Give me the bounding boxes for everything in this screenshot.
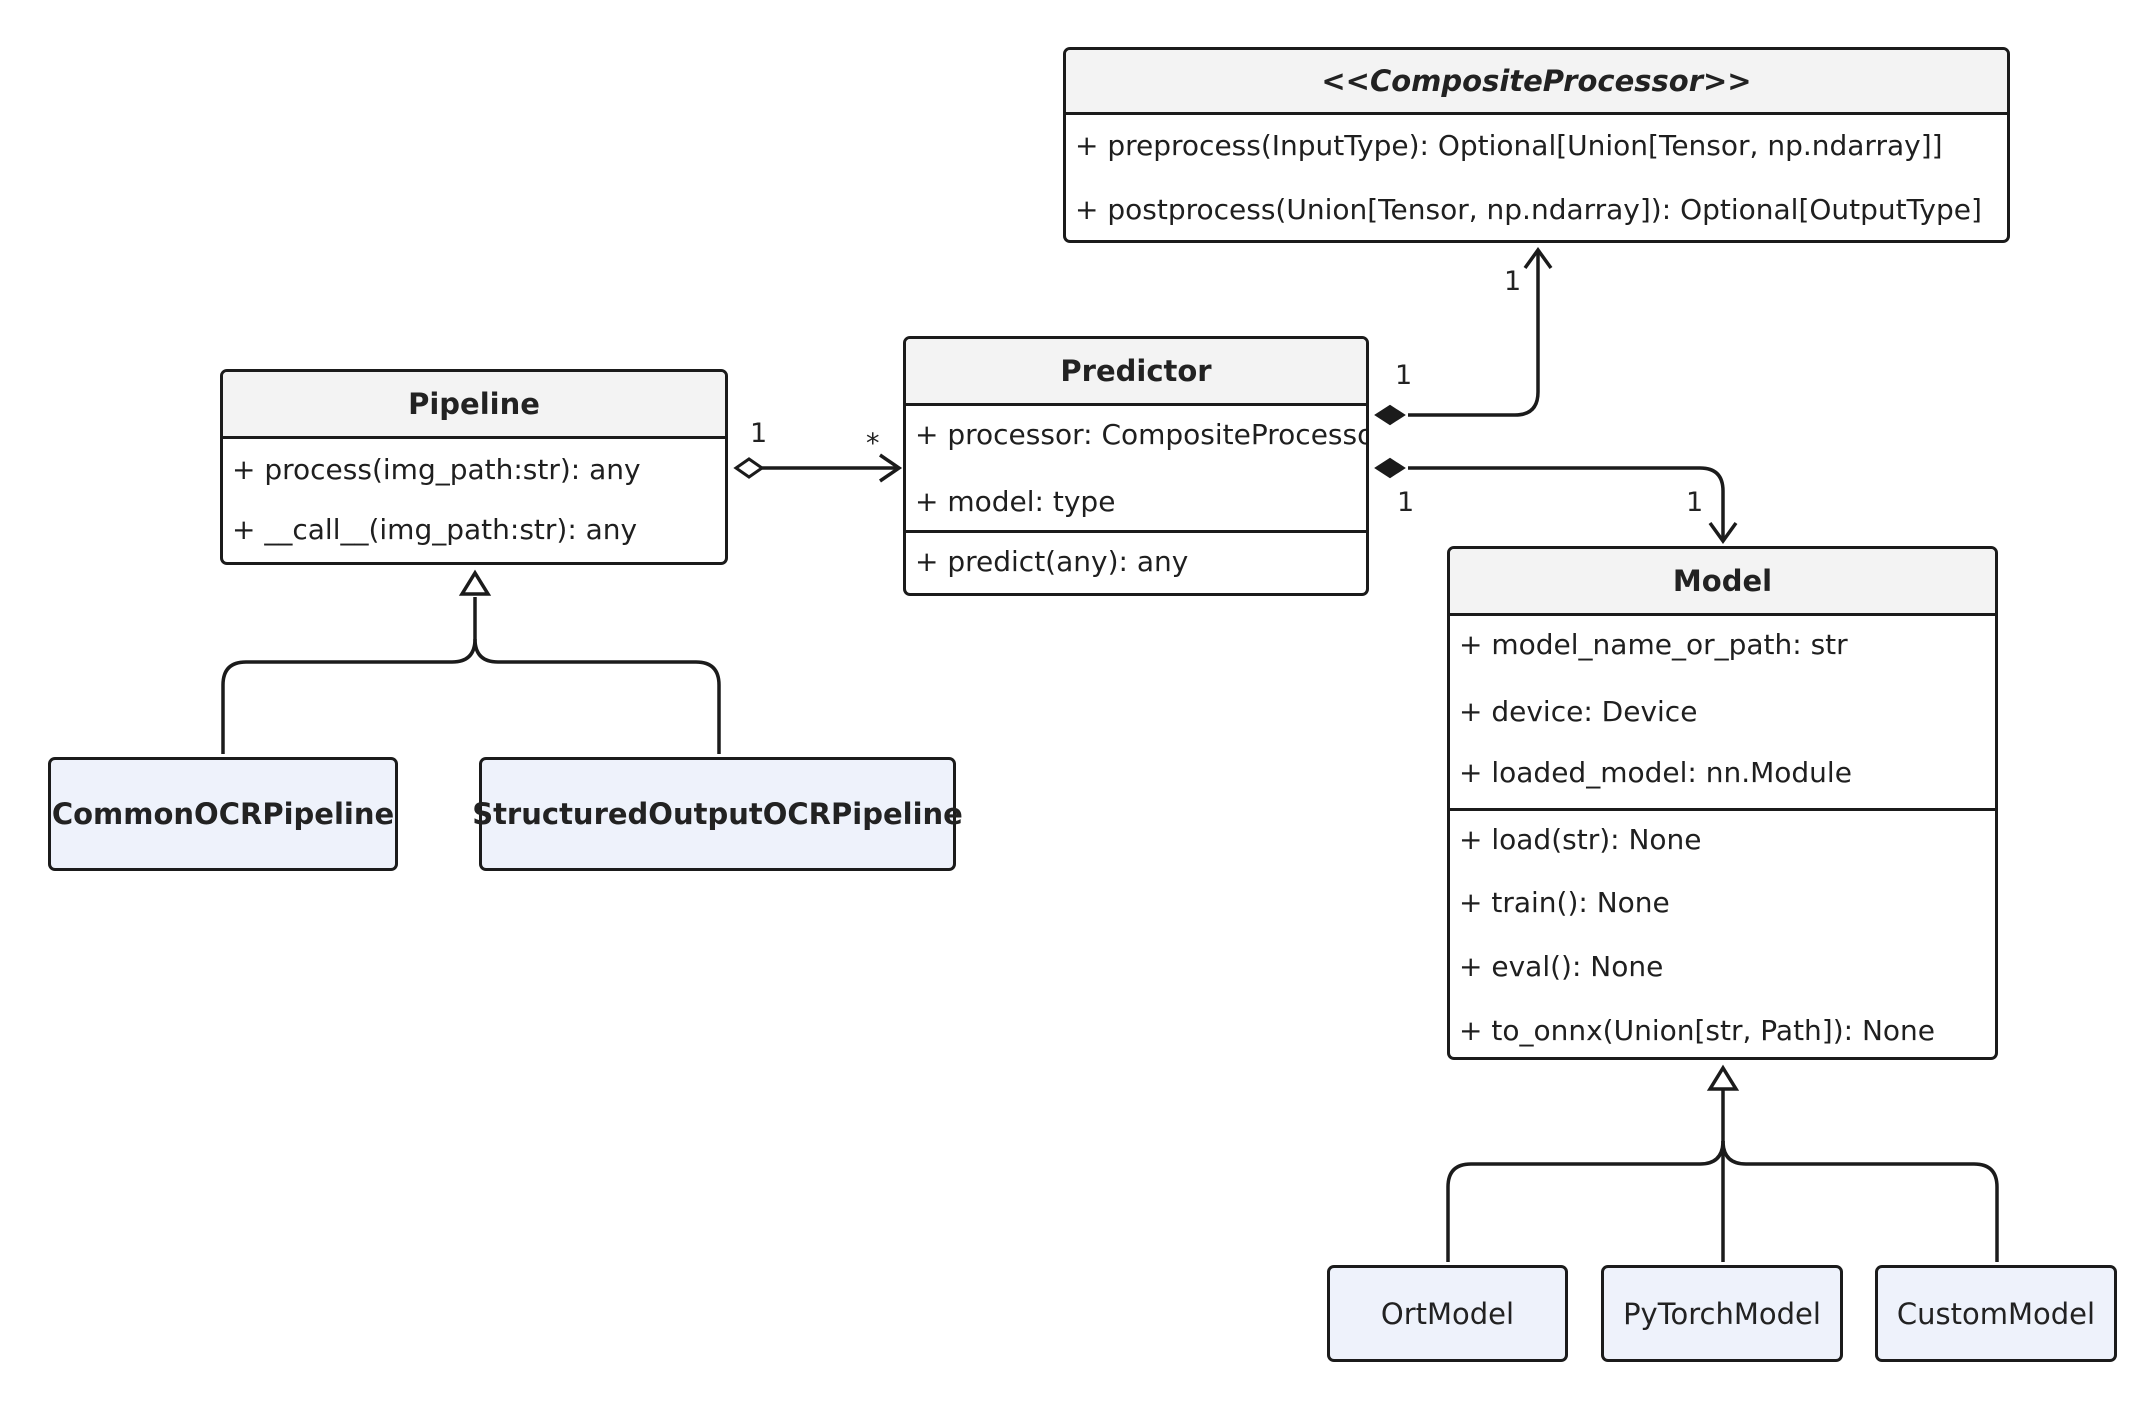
pytorch-model-class[interactable]: PyTorchModel [1601,1265,1843,1362]
multiplicity-pipeline-side: 1 [750,418,768,449]
inheritance-ort-model [1446,1089,1725,1262]
inheritance-common-ocr [221,597,477,754]
aggregation-diamond [733,457,765,479]
ort-model-class[interactable]: OrtModel [1327,1265,1568,1362]
method-postprocess: + postprocess(Union[Tensor, np.ndarray])… [1075,193,1982,226]
attribute-processor: + processor: CompositeProcessor [915,418,1369,451]
attribute-model-name-or-path: + model_name_or_path: str [1459,628,1848,661]
attribute-loaded-model: + loaded_model: nn.Module [1459,756,1852,789]
generalization-triangle-model [1706,1064,1740,1091]
model-class[interactable]: Model + model_name_or_path: str + device… [1447,546,1998,1060]
generalization-triangle-pipeline [458,569,492,596]
method-preprocess: + preprocess(InputType): Optional[Union[… [1075,129,1943,162]
predictor-attributes: + processor: CompositeProcessor + model:… [906,406,1366,533]
composition-diamond-model [1374,457,1406,479]
composition-predictor-processor [1408,252,1540,417]
attribute-device: + device: Device [1459,695,1698,728]
pipeline-name: Pipeline [223,372,725,439]
multiplicity-processor-owner: 1 [1395,360,1413,391]
model-attributes: + model_name_or_path: str + device: Devi… [1450,616,1995,811]
predictor-name: Predictor [906,339,1366,406]
method-predict: + predict(any): any [915,545,1189,578]
composite-processor-class[interactable]: <<CompositeProcessor>> + preprocess(Inpu… [1063,47,2010,243]
composite-processor-name: <<CompositeProcessor>> [1066,50,2007,115]
arrowhead-processor [1523,247,1553,270]
multiplicity-model-side: 1 [1686,487,1704,518]
arrowhead-model [1708,521,1738,544]
custom-model-class[interactable]: CustomModel [1875,1265,2117,1362]
inheritance-structured-output [473,638,721,754]
model-name: Model [1450,549,1995,616]
common-ocr-pipeline-class[interactable]: CommonOCRPipeline [48,757,398,871]
method-to-onnx: + to_onnx(Union[str, Path]): None [1459,1014,1936,1047]
method-eval: + eval(): None [1459,950,1664,983]
arrowhead-predictor [879,453,903,483]
structured-output-ocr-pipeline-class[interactable]: StructuredOutputOCRPipeline [472,757,963,871]
pipeline-class[interactable]: Pipeline + process(img_path:str): any + … [220,369,728,565]
inheritance-custom-model [1721,1140,1999,1262]
method-load: + load(str): None [1459,823,1702,856]
composition-predictor-model [1408,466,1725,540]
method-call: + __call__(img_path:str): any [232,513,638,546]
model-methods: + load(str): None + train(): None + eval… [1450,811,1995,1057]
composition-diamond-processor [1374,404,1406,426]
multiplicity-model-owner: 1 [1397,487,1415,518]
predictor-class[interactable]: Predictor + processor: CompositeProcesso… [903,336,1369,596]
attribute-model: + model: type [915,485,1116,518]
multiplicity-processor-side: 1 [1504,266,1522,297]
pipeline-methods: + process(img_path:str): any + __call__(… [223,439,725,562]
method-process: + process(img_path:str): any [232,453,641,486]
method-train: + train(): None [1459,886,1670,919]
predictor-methods: + predict(any): any [906,533,1366,593]
composite-processor-methods: + preprocess(InputType): Optional[Union[… [1066,115,2007,240]
multiplicity-predictor-side: * [866,428,880,459]
